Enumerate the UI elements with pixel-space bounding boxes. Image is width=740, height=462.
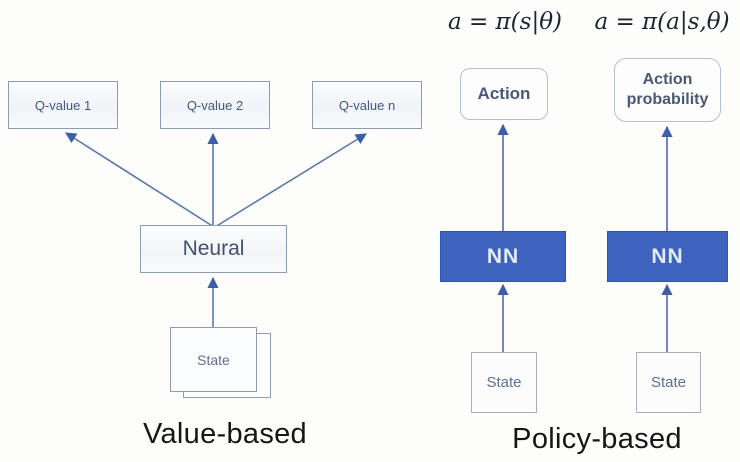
nn-box-1: NN: [440, 231, 566, 282]
state-box-right-1: State: [471, 352, 537, 413]
qvalue-2-box: Q-value 2: [160, 81, 270, 129]
state-box-right-2: State: [636, 352, 701, 413]
qvalue-1-box: Q-value 1: [8, 81, 118, 129]
nn-box-2: NN: [607, 231, 728, 282]
action-probability-box: Action probability: [614, 58, 721, 122]
state-box-left: State: [170, 327, 257, 392]
arrow-neural-to-qvalue-1: [65, 132, 215, 228]
policy-based-label: Policy-based: [512, 423, 682, 455]
qvalue-n-box: Q-value n: [312, 81, 422, 129]
arrow-neural-to-qvalue-n: [214, 133, 367, 228]
policy-formula-action-state: a = π(a|s,θ): [594, 9, 730, 35]
neural-network-box: Neural: [140, 225, 287, 273]
value-based-label: Value-based: [143, 418, 307, 450]
action-box: Action: [460, 68, 548, 120]
policy-formula-state-only: a = π(s|θ): [447, 9, 563, 35]
